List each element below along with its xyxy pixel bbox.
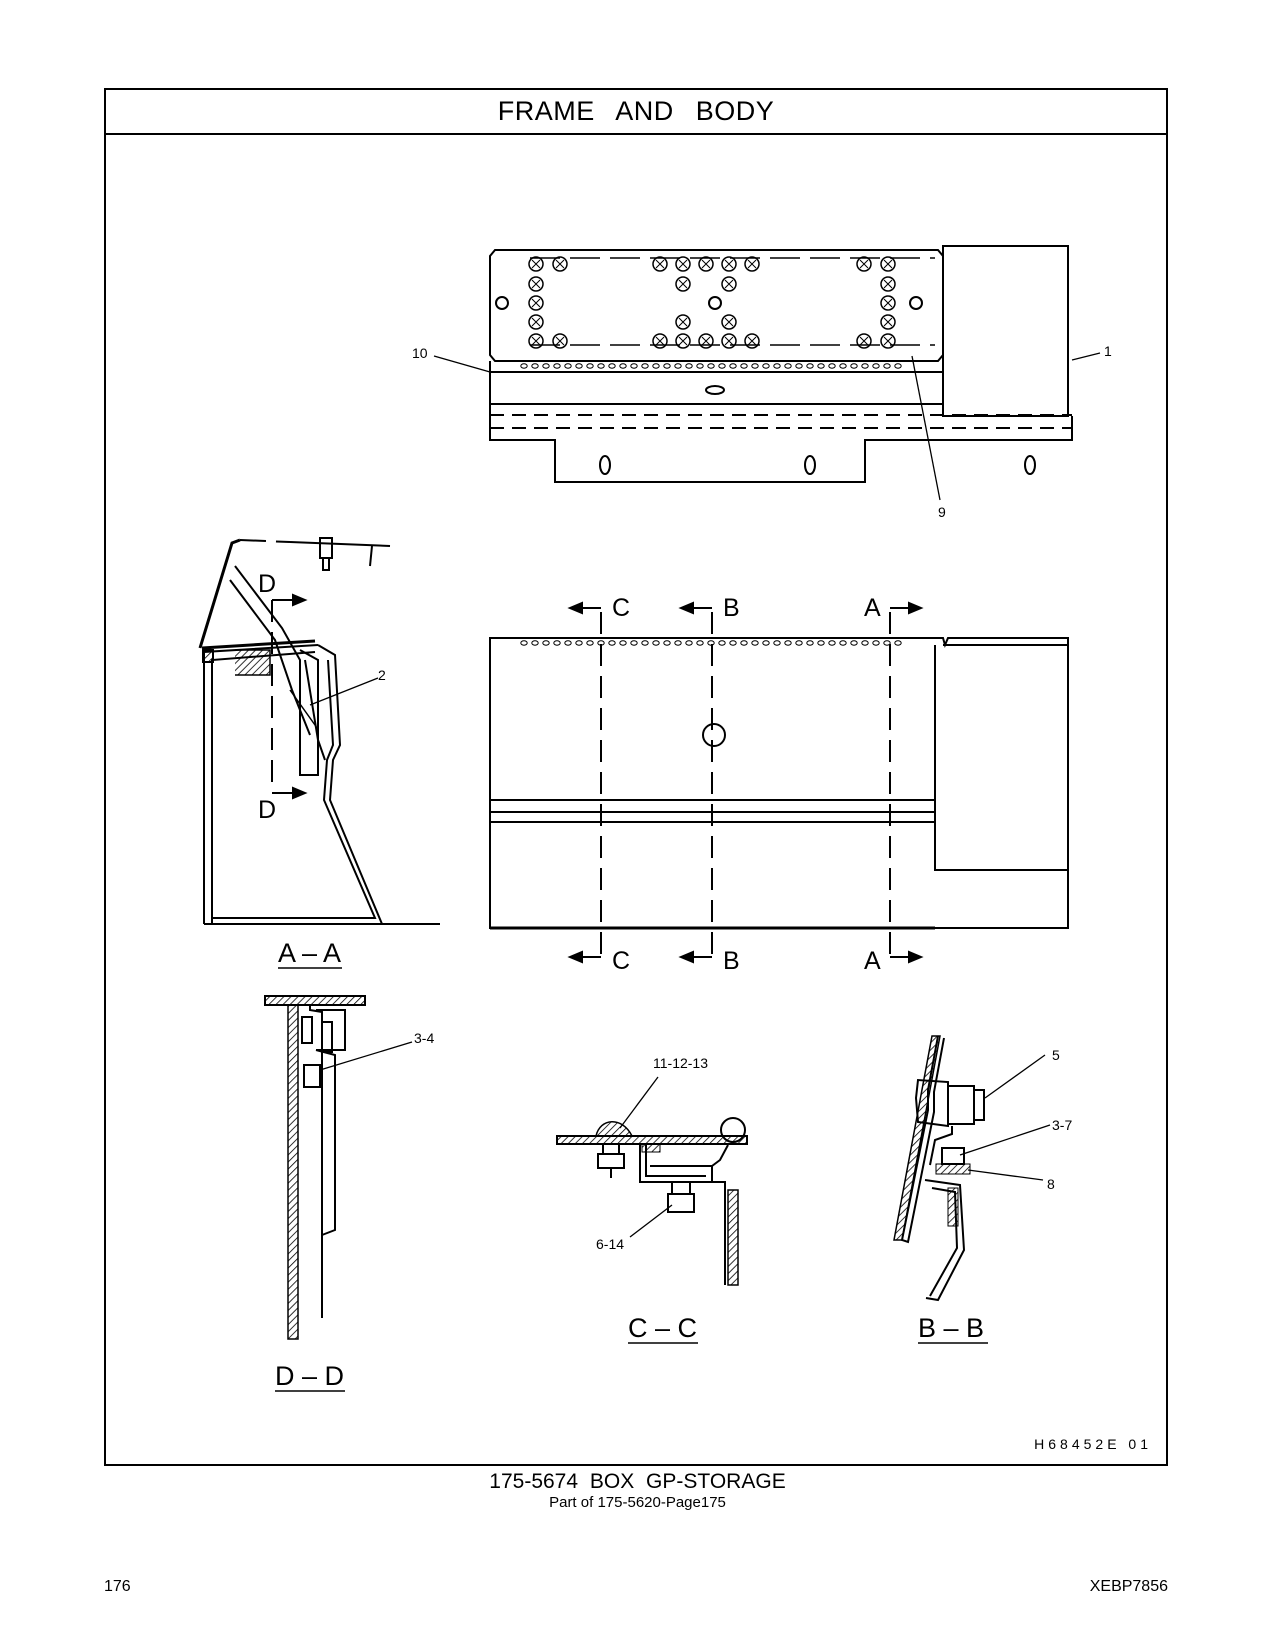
page-number: 176 bbox=[104, 1578, 131, 1595]
section-title-c-c: C – C bbox=[628, 1313, 697, 1343]
leader-lines-c-c bbox=[619, 1076, 673, 1238]
leader-3-4 bbox=[319, 1041, 413, 1071]
section-d-d bbox=[264, 995, 366, 1340]
section-a-a bbox=[198, 537, 440, 925]
leader-lines-top bbox=[433, 352, 1101, 501]
drawing-id: H68452E 01 bbox=[1034, 1436, 1152, 1452]
section-title-d-d: D – D bbox=[275, 1361, 344, 1391]
section-b-b-wall bbox=[893, 1035, 941, 1241]
document-code: XEBP7856 bbox=[1089, 1578, 1168, 1595]
section-title-b-b: B – B bbox=[918, 1313, 984, 1343]
callout-8: 8 bbox=[1047, 1176, 1055, 1192]
section-c-c bbox=[556, 1117, 748, 1286]
section-label-a-top: A bbox=[864, 594, 881, 622]
callout-10: 10 bbox=[412, 345, 428, 361]
leader-lines-b-b bbox=[959, 1054, 1051, 1181]
top-view-rivet-row bbox=[520, 363, 902, 369]
drawing-frame: FRAME AND BODY H68452E 01 bbox=[104, 88, 1168, 1466]
section-label-d-bottom: D bbox=[258, 796, 276, 824]
callout-5: 5 bbox=[1052, 1047, 1060, 1063]
section-title-a-a: A – A bbox=[278, 938, 341, 968]
top-view-bolt-holes bbox=[528, 256, 896, 349]
page-title: FRAME AND BODY bbox=[497, 96, 775, 126]
section-lines bbox=[600, 612, 891, 955]
callout-6-14: 6-14 bbox=[596, 1236, 624, 1252]
section-arrows bbox=[567, 601, 924, 964]
section-label-c-bottom: C bbox=[612, 947, 630, 975]
callout-2: 2 bbox=[378, 667, 386, 683]
callout-3-7: 3-7 bbox=[1052, 1117, 1072, 1133]
section-label-b-bottom: B bbox=[723, 947, 740, 975]
section-label-c-top: C bbox=[612, 594, 630, 622]
section-label-d-top: D bbox=[258, 570, 276, 598]
leader-2 bbox=[309, 677, 379, 706]
callout-9: 9 bbox=[938, 504, 946, 520]
callout-3-4: 3-4 bbox=[414, 1030, 434, 1046]
section-label-b-top: B bbox=[723, 594, 740, 622]
section-d-lines bbox=[271, 593, 308, 800]
title-bar: FRAME AND BODY bbox=[106, 90, 1166, 135]
callout-11-12-13: 11-12-13 bbox=[653, 1055, 708, 1071]
footer-subtitle: Part of 175-5620-Page175 bbox=[549, 1494, 726, 1511]
front-view bbox=[489, 637, 1069, 930]
section-label-a-bottom: A bbox=[864, 947, 881, 975]
callout-1: 1 bbox=[1104, 343, 1112, 359]
top-view bbox=[489, 245, 1073, 483]
footer-title: 175-5674 BOX GP-STORAGE bbox=[489, 1470, 786, 1493]
